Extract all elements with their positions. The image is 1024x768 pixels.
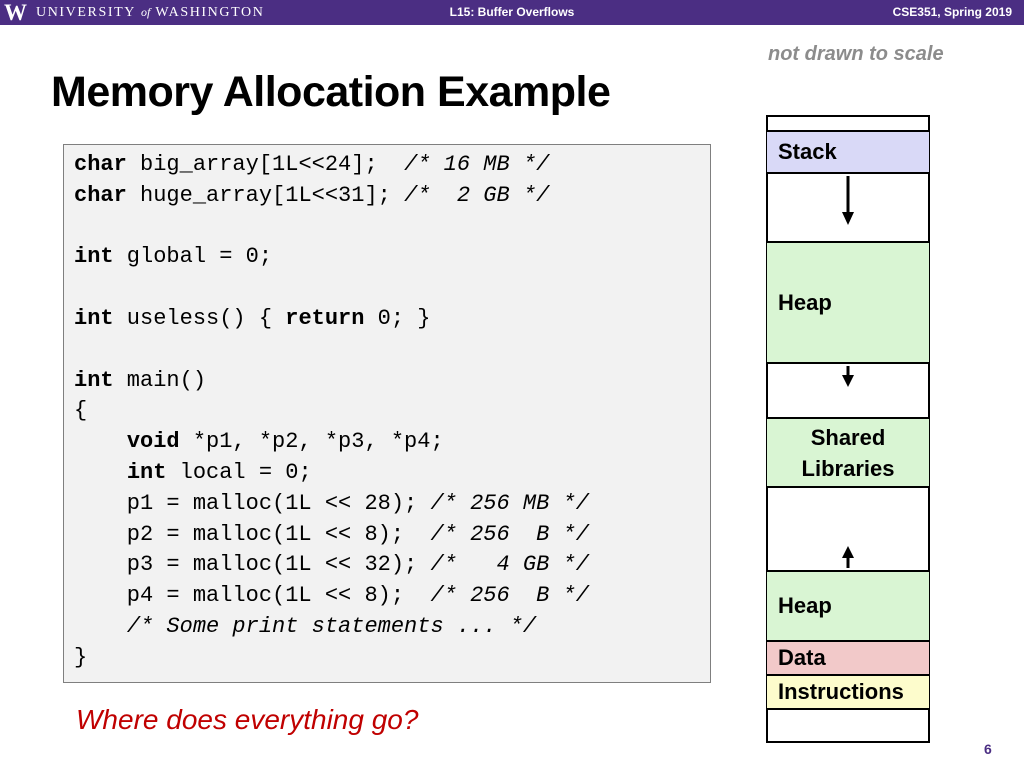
code-comment: /* 4 GB */ bbox=[430, 552, 589, 578]
slide-number: 6 bbox=[984, 741, 992, 757]
code-keyword: int bbox=[74, 244, 114, 270]
code-text: } bbox=[74, 644, 88, 670]
code-line: int useless() { return 0; } bbox=[74, 306, 430, 331]
code-line: p1 = malloc(1L << 28); /* 256 MB */ bbox=[74, 491, 589, 516]
heap-arrow-head bbox=[842, 375, 854, 387]
code-comment: /* 256 MB */ bbox=[430, 490, 589, 516]
code-comment: /* 256 B */ bbox=[430, 521, 589, 547]
code-text: useless() { bbox=[113, 305, 286, 331]
segment-stack: Stack bbox=[767, 130, 929, 174]
code-comment: /* 16 MB */ bbox=[404, 152, 550, 177]
code-line: void *p1, *p2, *p3, *p4; bbox=[74, 429, 444, 454]
w-logo-icon: W bbox=[4, 0, 27, 25]
code-line: p2 = malloc(1L << 8); /* 256 B */ bbox=[74, 522, 589, 547]
lecture-title: L15: Buffer Overflows bbox=[449, 5, 575, 19]
heap-up-arrow-head bbox=[842, 546, 854, 558]
code-text: p1 = malloc(1L << 28); bbox=[74, 490, 431, 516]
code-line: char big_array[1L<<24]; /* 16 MB */ bbox=[74, 152, 549, 177]
code-text: p2 = malloc(1L << 8); bbox=[74, 521, 431, 547]
code-keyword: char bbox=[74, 152, 127, 177]
code-line: { bbox=[74, 398, 87, 423]
slide-title: Memory Allocation Example bbox=[51, 68, 611, 116]
code-text: big_array[1L<<24]; bbox=[126, 152, 405, 177]
code-keyword: int bbox=[126, 459, 167, 485]
code-keyword: int bbox=[74, 305, 114, 331]
code-text: global = 0; bbox=[113, 244, 273, 270]
segment-instructions: Instructions bbox=[767, 674, 929, 710]
course-label: CSE351, Spring 2019 bbox=[892, 5, 1012, 19]
code-text: p4 = malloc(1L << 8); bbox=[74, 583, 431, 609]
code-comment: /* 2 GB */ bbox=[404, 182, 550, 208]
code-line: p3 = malloc(1L << 32); /* 4 GB */ bbox=[74, 552, 589, 577]
code-comment: /* Some print statements ... */ bbox=[126, 613, 537, 639]
code-keyword: int bbox=[74, 367, 114, 393]
code-text: local = 0; bbox=[166, 459, 312, 485]
segment-heap-lower: Heap bbox=[767, 570, 929, 642]
code-text: p3 = malloc(1L << 32); bbox=[74, 552, 431, 578]
code-text: 0; } bbox=[364, 305, 431, 331]
code-listing: char big_array[1L<<24]; /* 16 MB */ char… bbox=[74, 150, 589, 674]
code-text: main() bbox=[113, 367, 207, 393]
code-text: huge_array[1L<<31]; bbox=[126, 182, 405, 208]
code-box bbox=[63, 144, 711, 683]
scale-note: not drawn to scale bbox=[768, 43, 944, 65]
code-text: { bbox=[74, 398, 88, 424]
code-line: int main() bbox=[74, 368, 206, 393]
segment-heap-upper: Heap bbox=[767, 241, 929, 364]
stack-arrow-head bbox=[842, 212, 854, 225]
code-keyword: void bbox=[126, 429, 180, 455]
code-text: *p1, *p2, *p3, *p4; bbox=[179, 429, 444, 455]
code-line: p4 = malloc(1L << 8); /* 256 B */ bbox=[74, 583, 589, 608]
code-line: char huge_array[1L<<31]; /* 2 GB */ bbox=[74, 183, 549, 208]
code-keyword: char bbox=[74, 182, 127, 208]
code-comment: /* 256 B */ bbox=[430, 583, 589, 609]
code-line: int local = 0; bbox=[74, 460, 312, 485]
code-keyword: return bbox=[285, 305, 365, 331]
code-line: /* Some print statements ... */ bbox=[74, 614, 536, 639]
question-text: Where does everything go? bbox=[76, 704, 419, 735]
code-line: int global = 0; bbox=[74, 244, 272, 269]
code-line: } bbox=[74, 645, 87, 670]
